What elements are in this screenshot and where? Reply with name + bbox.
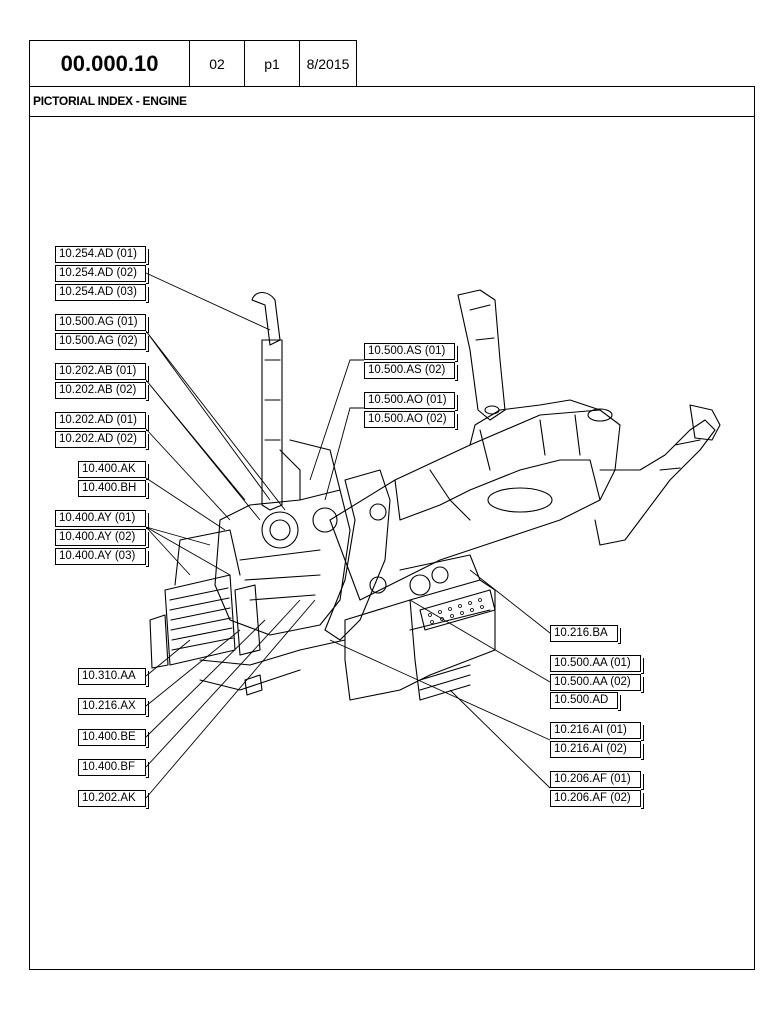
- page-title: PICTORIAL INDEX - ENGINE: [33, 94, 187, 108]
- callout-10-400-bf: 10.400.BF: [78, 759, 149, 778]
- callout-10-254-ad-03: 10.254.AD (03): [55, 284, 149, 303]
- callout-10-206-af-01: 10.206.AF (01): [550, 771, 644, 790]
- title-row: [29, 86, 755, 117]
- callout-10-202-ak: 10.202.AK: [78, 790, 149, 809]
- callout-10-400-ay-01: 10.400.AY (01): [55, 510, 149, 529]
- callout-10-216-ai-02: 10.216.AI (02): [550, 741, 644, 760]
- callout-10-500-aa-01: 10.500.AA (01): [550, 655, 644, 674]
- callout-10-216-ba: 10.216.BA: [550, 625, 621, 644]
- callout-10-500-ad: 10.500.AD: [550, 692, 621, 711]
- callout-10-500-ag-02: 10.500.AG (02): [55, 333, 149, 352]
- exhaust-stack: [251, 291, 281, 346]
- drawing-frame: [29, 86, 755, 970]
- callout-10-500-ag-01: 10.500.AG (01): [55, 314, 149, 333]
- callout-10-500-aa-02: 10.500.AA (02): [550, 674, 644, 693]
- chassis-frame-outline: [329, 409, 621, 601]
- callout-10-500-as-01: 10.500.AS (01): [364, 343, 458, 362]
- callout-10-206-af-02: 10.206.AF (02): [550, 790, 644, 809]
- callout-10-202-ad-02: 10.202.AD (02): [55, 431, 149, 450]
- tank-box: [344, 579, 496, 701]
- callout-10-500-as-02: 10.500.AS (02): [364, 362, 458, 381]
- side-panel: [324, 469, 391, 641]
- callout-10-400-bh: 10.400.BH: [78, 480, 149, 499]
- callout-10-400-ay-03: 10.400.AY (03): [55, 548, 149, 567]
- callout-10-254-ad-02: 10.254.AD (02): [55, 265, 149, 284]
- callout-10-202-ab-01: 10.202.AB (01): [55, 363, 149, 382]
- callout-10-216-ax: 10.216.AX: [78, 698, 149, 717]
- callout-10-400-ak: 10.400.AK: [78, 461, 149, 480]
- callout-10-400-ay-02: 10.400.AY (02): [55, 529, 149, 548]
- callout-10-202-ab-02: 10.202.AB (02): [55, 382, 149, 401]
- callout-10-202-ad-01: 10.202.AD (01): [55, 412, 149, 431]
- callout-10-500-ao-01: 10.500.AO (01): [364, 392, 458, 411]
- leader-lines: [145, 272, 551, 799]
- callout-10-500-ao-02: 10.500.AO (02): [364, 411, 458, 430]
- callout-10-216-ai-01: 10.216.AI (01): [550, 722, 644, 741]
- engine-block: [214, 489, 351, 636]
- left-upright-outline: [457, 289, 506, 421]
- callout-10-310-aa: 10.310.AA: [78, 668, 149, 687]
- callout-10-400-be: 10.400.BE: [78, 729, 149, 748]
- callout-10-254-ad-01: 10.254.AD (01): [55, 246, 149, 265]
